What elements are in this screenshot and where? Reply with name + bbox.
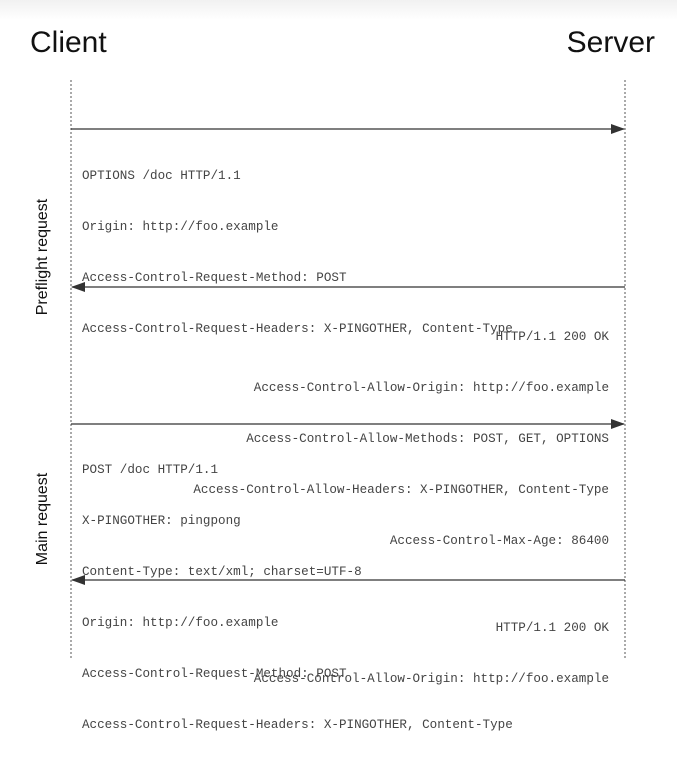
preflight-response-message: HTTP/1.1 200 OK Access-Control-Allow-Ori… xyxy=(193,295,609,584)
message-line: Content-Type: text/xml; charset=UTF-8 xyxy=(82,565,362,579)
preflight-phase-label: Preflight request xyxy=(34,198,51,316)
message-line: OPTIONS /doc HTTP/1.1 xyxy=(82,169,241,183)
message-line: Access-Control-Request-Headers: X-PINGOT… xyxy=(82,322,513,336)
main-response-message: HTTP/1.1 200 OK Access-Control-Allow-Ori… xyxy=(254,586,609,722)
message-line: X-PINGOTHER: pingpong xyxy=(82,514,241,528)
message-line: Access-Control-Allow-Headers: X-PINGOTHE… xyxy=(193,483,609,497)
diagram-lines xyxy=(70,80,626,658)
message-line: Access-Control-Allow-Origin: http://foo.… xyxy=(253,381,609,395)
server-actor-label: Server xyxy=(566,26,655,59)
preflight-request-message: OPTIONS /doc HTTP/1.1 Origin: http://foo… xyxy=(82,134,513,372)
message-line: Access-Control-Allow-Origin: http://foo.… xyxy=(253,672,609,686)
client-actor-label: Client xyxy=(30,26,107,59)
message-line: Access-Control-Request-Method: POST xyxy=(82,271,347,285)
message-line: Access-Control-Allow-Methods: POST, GET,… xyxy=(246,432,609,446)
message-line: Origin: http://foo.example xyxy=(82,220,279,234)
message-line: Access-Control-Max-Age: 86400 xyxy=(389,534,609,548)
top-shade xyxy=(0,0,677,20)
message-line: Origin: http://foo.example xyxy=(82,616,279,630)
message-line: HTTP/1.1 200 OK xyxy=(495,621,609,635)
sequence-diagram: Client Server OPTIONS /doc HTTP/1.1 Orig… xyxy=(0,0,677,732)
main-phase-label: Main request xyxy=(34,472,51,566)
message-line: POST /doc HTTP/1.1 xyxy=(82,463,219,477)
message-line: HTTP/1.1 200 OK xyxy=(495,330,609,344)
